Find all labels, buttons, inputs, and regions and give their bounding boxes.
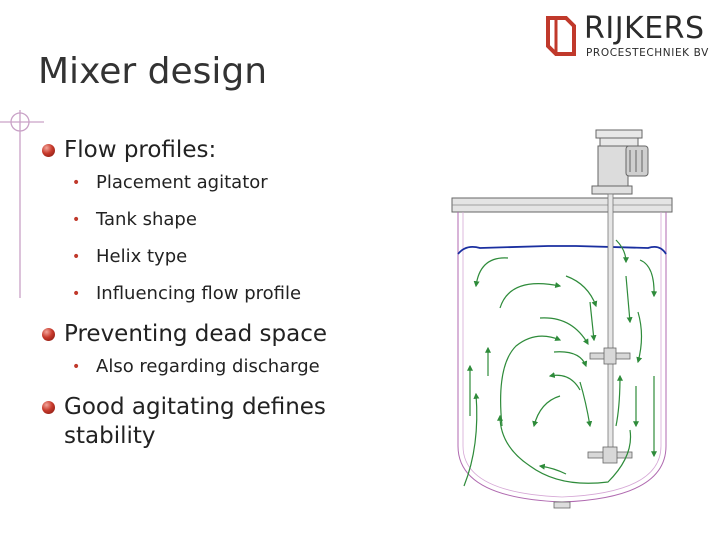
sub-bullet-item: • Tank shape (40, 209, 380, 231)
company-logo: RIJKERS PROCESTECHNIEK BV (544, 12, 720, 60)
sub-bullet-item: • Placement agitator (40, 172, 380, 194)
impeller-lower (587, 446, 633, 464)
agitator-motor (591, 129, 649, 195)
bullet-ball-icon (42, 144, 55, 157)
slide-title: Mixer design (38, 51, 268, 92)
sub-bullet-dot-icon: • (72, 175, 81, 191)
sub-bullet-item: • Helix type (40, 246, 380, 268)
sub-bullet-item: • Influencing flow profile (40, 283, 380, 305)
logo-name: RIJKERS (584, 11, 705, 46)
sub-bullet-dot-icon: • (72, 249, 81, 265)
sub-bullet-text: Also regarding discharge (96, 356, 320, 377)
sub-bullet-text: Helix type (96, 246, 188, 267)
sub-list-flow-profiles: • Placement agitator • Tank shape • Helix t… (40, 172, 380, 305)
sub-bullet-text: Placement agitator (96, 172, 268, 193)
sub-bullet-item: • Also regarding discharge (40, 356, 380, 378)
decorative-lines-icon (0, 110, 44, 298)
bullet-text: Flow profiles: (64, 137, 217, 163)
rijkers-logo-icon (546, 16, 576, 56)
sub-bullet-text: Influencing flow profile (96, 283, 302, 304)
logo-subtitle: PROCESTECHNIEK BV (586, 47, 709, 59)
impeller-upper (589, 347, 631, 365)
sub-bullet-dot-icon: • (72, 286, 81, 302)
bullet-item-flow-profiles: Flow profiles: (40, 136, 380, 165)
bullet-ball-icon (42, 401, 55, 414)
sub-bullet-text: Tank shape (96, 209, 197, 230)
bullet-text: Good agitating defines stability (64, 394, 326, 449)
bullet-item-dead-space: Preventing dead space (40, 320, 380, 349)
agitator-shaft (607, 193, 614, 463)
bullet-ball-icon (42, 328, 55, 341)
bullet-item-stability: Good agitating defines stability (40, 393, 380, 451)
sub-list-dead-space: • Also regarding discharge (40, 356, 380, 378)
bullet-list: Flow profiles: • Placement agitator • Tank… (40, 136, 380, 458)
sub-bullet-dot-icon: • (72, 212, 81, 228)
liquid-level (457, 245, 667, 255)
flow-arrows (463, 239, 658, 487)
bullet-text: Preventing dead space (64, 321, 328, 347)
sub-bullet-dot-icon: • (72, 359, 81, 375)
tank-wall (457, 212, 667, 503)
mixer-tank-diagram (451, 129, 673, 509)
